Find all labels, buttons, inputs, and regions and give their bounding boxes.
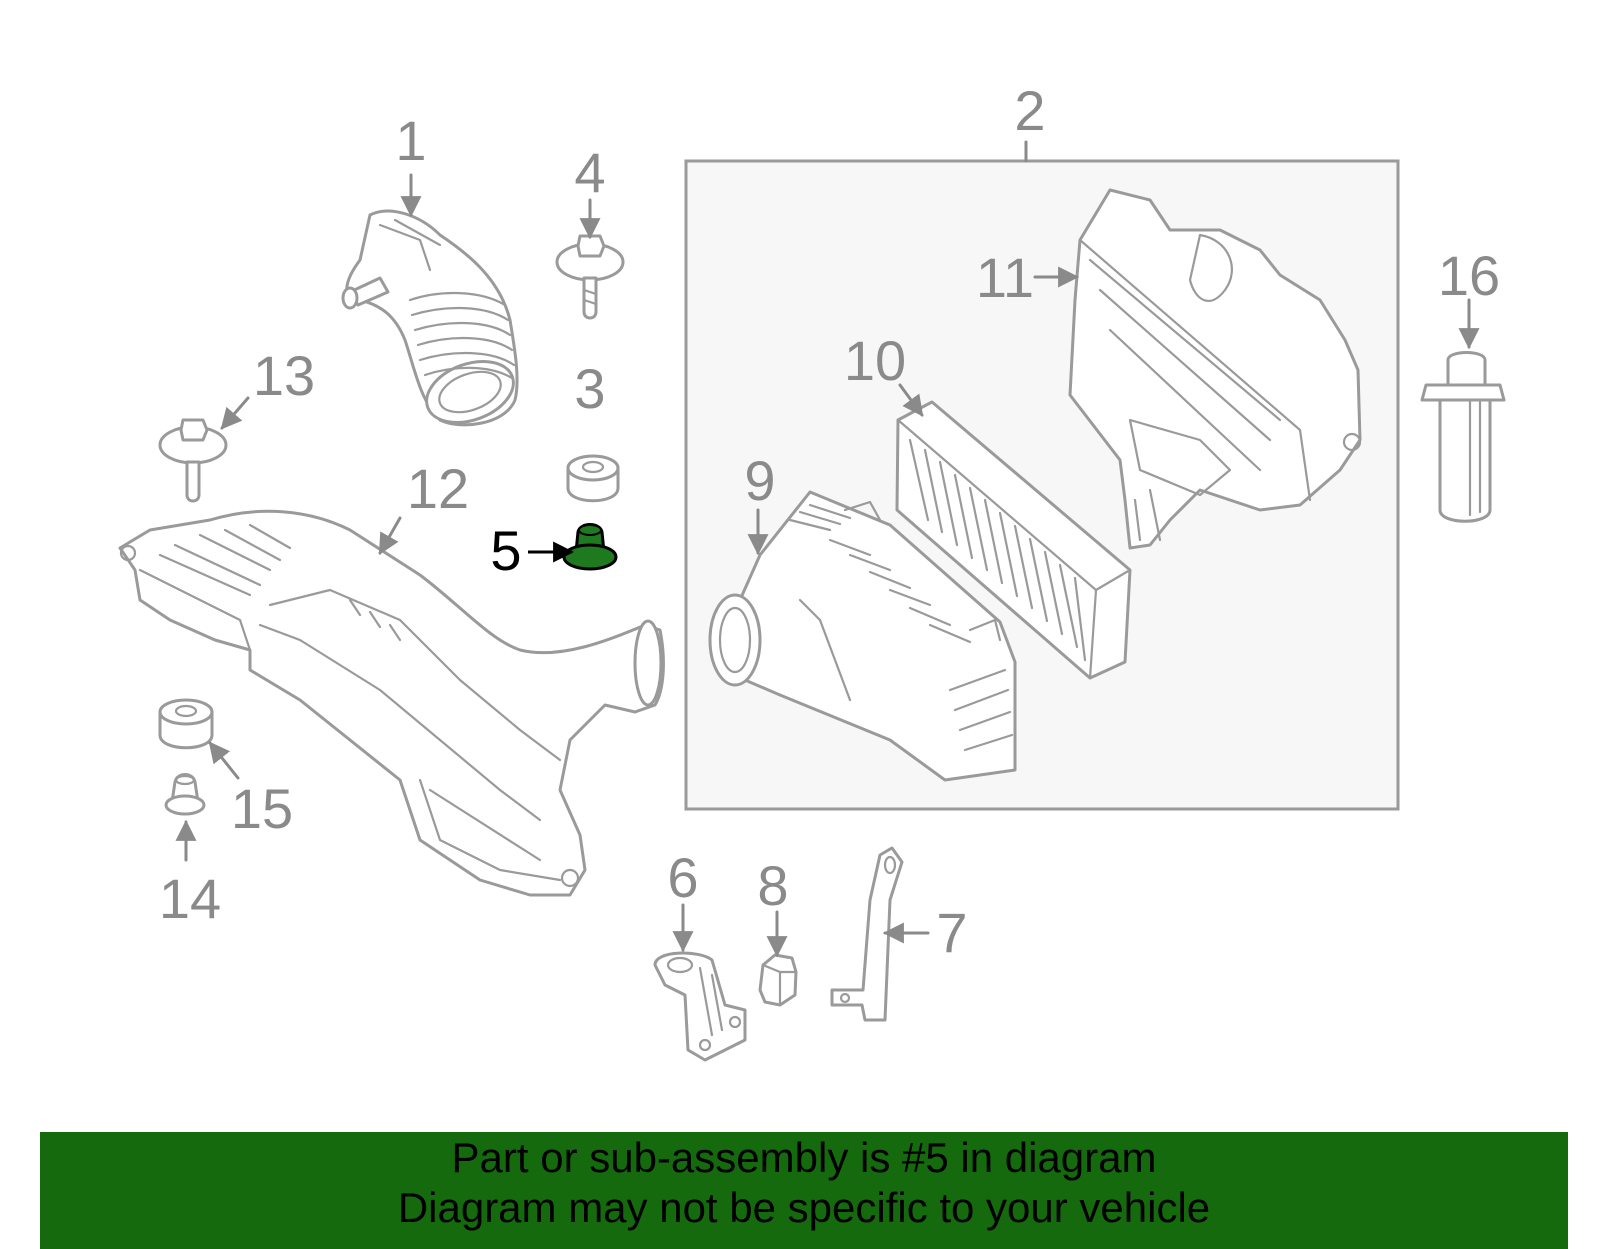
part-1-intake-hose	[341, 209, 519, 427]
info-banner: Part or sub-assembly is #5 in diagram Di…	[40, 1132, 1568, 1249]
callout-5: 5	[490, 519, 521, 582]
part-9-airbox-lower	[708, 490, 1017, 782]
part-16-sensor	[1420, 351, 1506, 523]
callout-16: 16	[1438, 244, 1500, 307]
part-3-grommet	[566, 454, 620, 503]
callout-2: 2	[1014, 79, 1045, 142]
callout-labels: 1 2 3 4 5 6 7 8 9 10 11 12 13 14 15 16	[159, 79, 1500, 964]
part-7-bracket	[830, 846, 904, 1022]
part-6-bracket	[653, 951, 747, 1062]
callout-1: 1	[395, 109, 426, 172]
part-14-grommet	[164, 773, 206, 816]
callout-14: 14	[159, 867, 221, 930]
callout-15: 15	[231, 777, 293, 840]
callout-9: 9	[744, 449, 775, 512]
part-8-nut	[758, 953, 798, 1007]
callout-8: 8	[757, 854, 788, 917]
callout-13: 13	[253, 344, 315, 407]
callout-12: 12	[407, 457, 469, 520]
callout-3: 3	[574, 357, 605, 420]
banner-line-2: Diagram may not be specific to your vehi…	[397, 1184, 1211, 1231]
part-4-bolt	[555, 234, 625, 320]
leader-lines	[175, 173, 1480, 958]
callout-10: 10	[844, 329, 906, 392]
part-11-airbox-upper	[1068, 188, 1362, 550]
part-12-air-duct	[118, 509, 665, 897]
banner-line-1: Part or sub-assembly is #5 in diagram	[451, 1134, 1157, 1181]
callout-6: 6	[667, 846, 698, 909]
part-5-grommet-highlighted	[562, 523, 618, 571]
callout-4: 4	[574, 141, 605, 204]
callout-7: 7	[936, 901, 967, 964]
part-15-grommet	[158, 698, 214, 750]
part-13-bolt	[158, 418, 228, 503]
callout-11: 11	[976, 246, 1034, 309]
part-10-filter-element	[895, 400, 1132, 680]
